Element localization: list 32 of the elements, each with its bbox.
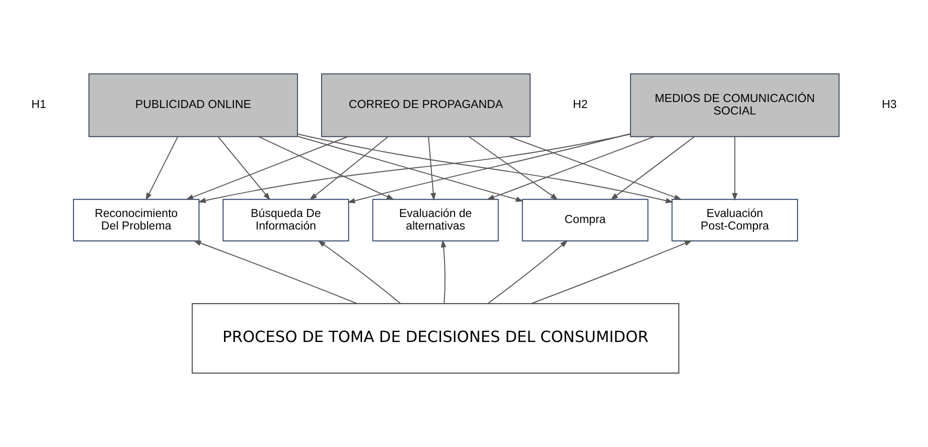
arrow: [530, 240, 692, 304]
arrow: [487, 240, 568, 304]
arrow: [146, 136, 178, 201]
node-box: MEDIOS DE COMUNICACIÓN SOCIAL: [630, 73, 840, 138]
arrow: [186, 136, 348, 200]
arrow: [347, 133, 631, 204]
arrow: [318, 240, 402, 304]
arrow: [610, 136, 695, 200]
arrow: [486, 136, 655, 200]
node-box: Evaluación Post-Compra: [672, 198, 798, 242]
node-box: PROCESO DE TOMA DE DECISIONES DEL CONSUMIDOR: [192, 303, 680, 374]
arrow: [258, 136, 394, 200]
arrow: [297, 134, 674, 204]
arrow: [508, 136, 682, 200]
arrow: [309, 136, 388, 200]
arrow: [193, 240, 358, 304]
node-box: CORREO DE PROPAGANDA: [321, 73, 531, 138]
arrow: [296, 136, 524, 202]
arrow: [198, 134, 631, 204]
arrow: [428, 136, 436, 201]
label: H3: [882, 99, 897, 112]
arrow: [468, 136, 558, 200]
node-box: Búsqueda De Información: [222, 198, 350, 242]
label: H1: [31, 99, 46, 112]
arrow: [440, 240, 446, 304]
node-box: Reconocimiento Del Problema: [73, 198, 200, 242]
label: H2: [572, 99, 588, 112]
node-box: Evaluación de alternativas: [372, 198, 499, 242]
node-box: Compra: [522, 198, 648, 242]
node-box: PUBLICIDAD ONLINE: [88, 73, 298, 138]
arrow: [218, 136, 270, 200]
arrow: [732, 136, 738, 201]
